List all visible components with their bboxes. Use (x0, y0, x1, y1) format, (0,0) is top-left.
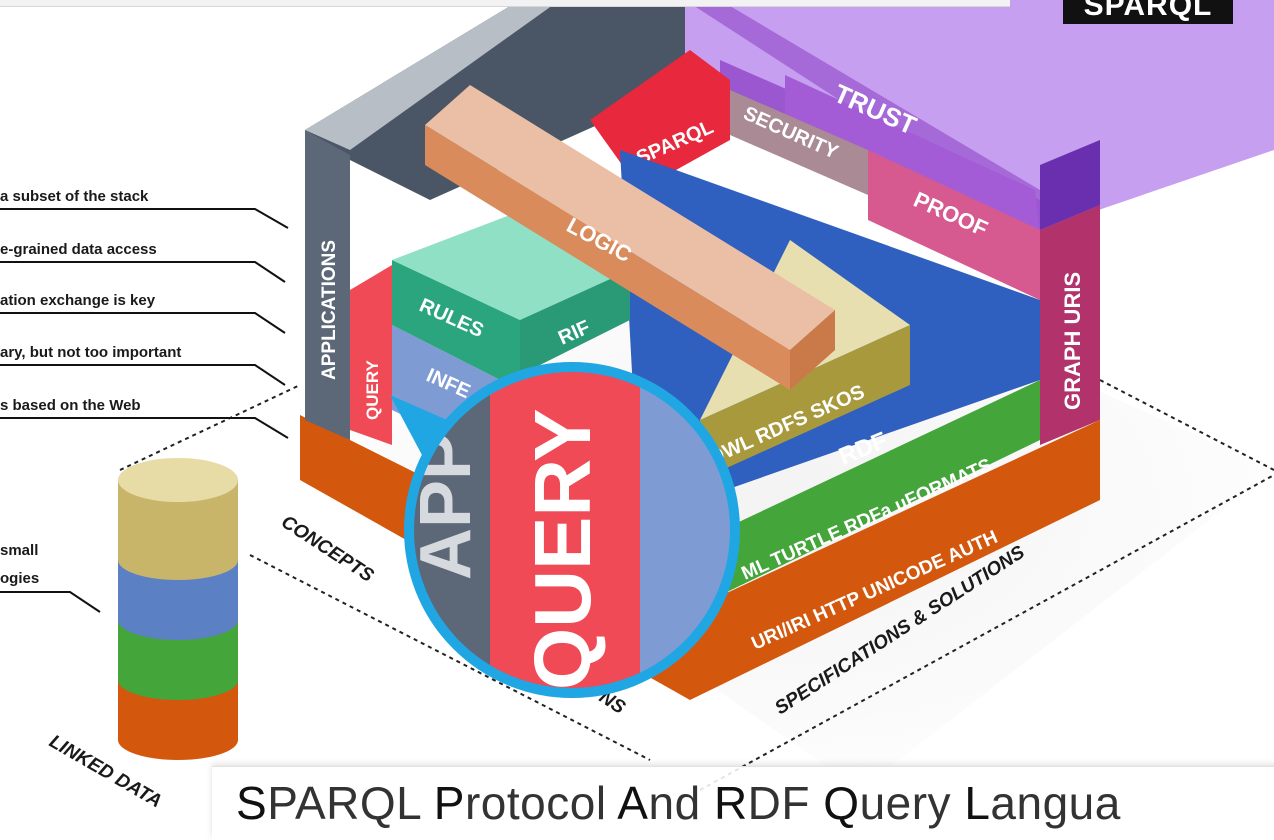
annotation-notes: a subset of the stack e-grained data acc… (0, 188, 289, 613)
owl-block (700, 325, 910, 480)
proof-block (868, 150, 1040, 300)
caption-bar: SPARQL Protocol And RDF Query Langua (212, 766, 1274, 840)
sparql-badge: SPARQL (1063, 0, 1233, 24)
caption-initial: Q (823, 777, 860, 829)
logic-block (425, 125, 790, 390)
linked-data-cylinder (118, 458, 238, 760)
caption-text: angua (990, 777, 1121, 829)
note-web: s based on the Web (0, 397, 141, 414)
logic-top (425, 85, 835, 350)
caption-initial: L (964, 777, 991, 829)
query-block (350, 265, 392, 445)
caption-initial: S (236, 777, 268, 829)
note-important: ary, but not too important (0, 344, 181, 361)
caption-text: nd (648, 777, 714, 829)
caption-text: rotocol (464, 777, 618, 829)
note-ogies: ogies (0, 570, 39, 587)
applications-label: APPLICATIONS (319, 240, 340, 380)
base-block (690, 420, 1100, 700)
caption-initial: P (433, 777, 465, 829)
caption-text: uery (859, 777, 965, 829)
rules-block (392, 260, 520, 390)
note-data-access: e-grained data access (0, 241, 157, 258)
security-block (730, 90, 868, 195)
floor-edge-front (249, 554, 651, 761)
floor-edge-back (1099, 379, 1274, 471)
query-label: QUERY (363, 360, 382, 420)
graph-uris-label: GRAPH URIS (1060, 272, 1085, 410)
magnifier-query-label: QUERY (518, 408, 607, 690)
apps-top (305, 0, 560, 150)
floor-edge-right (699, 474, 1274, 791)
graph-uris-block (1040, 205, 1100, 445)
note-exchange: ation exchange is key (0, 292, 156, 309)
back-wall-dark (305, 0, 720, 200)
top-bar (0, 0, 1010, 7)
caption-initial: R (713, 777, 748, 829)
caption-initial: A (617, 777, 649, 829)
concepts-axis-label: CONCEPTS (277, 512, 377, 587)
caption-text: PARQL (267, 777, 434, 829)
applications-block (305, 130, 350, 440)
note-small: small (0, 542, 38, 559)
note-subset: a subset of the stack (0, 188, 149, 205)
trust-top (685, 0, 1274, 230)
formats-block (690, 380, 1040, 610)
floor-edge-left (119, 384, 301, 471)
caption-text: DF (747, 777, 824, 829)
